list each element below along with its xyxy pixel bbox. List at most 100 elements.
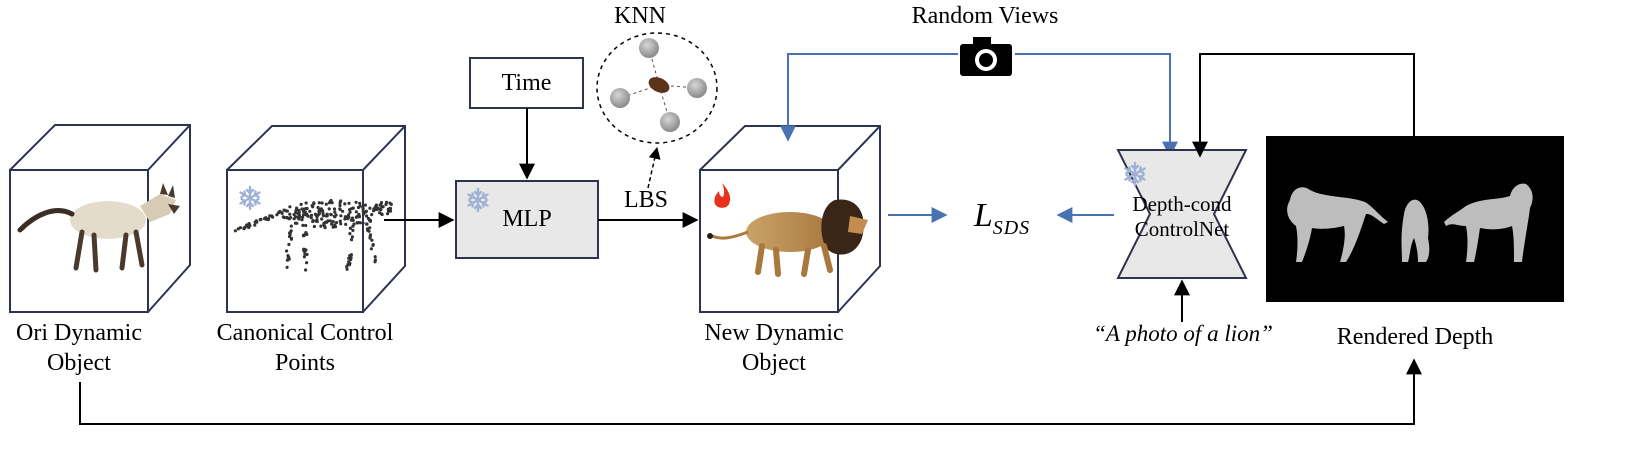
control-point — [289, 224, 293, 228]
control-point — [253, 223, 257, 227]
control-point — [374, 208, 378, 212]
control-point — [301, 213, 306, 217]
control-point — [304, 268, 308, 272]
control-point — [371, 243, 375, 247]
flame-icon — [714, 183, 731, 208]
time-box — [469, 57, 584, 109]
control-point — [285, 249, 289, 253]
ori-object-label-line1: Ori Dynamic — [16, 320, 142, 346]
new-object-label-line1: New Dynamic — [704, 320, 844, 346]
control-point — [349, 238, 354, 242]
control-point — [312, 224, 316, 229]
control-point — [343, 202, 347, 206]
control-point — [343, 215, 347, 219]
random-views-label: Random Views — [911, 3, 1059, 29]
control-point — [347, 260, 351, 264]
control-point — [355, 215, 359, 219]
control-point — [361, 207, 365, 211]
control-point — [305, 252, 309, 257]
control-point — [333, 223, 337, 227]
control-point — [330, 222, 334, 226]
control-point — [245, 223, 249, 227]
object-to-depth-arrow — [79, 358, 1422, 425]
control-point — [345, 265, 349, 269]
ori-object-label: Ori Dynamic Object — [4, 318, 154, 378]
control-point — [317, 209, 321, 213]
control-point — [301, 223, 305, 227]
control-point — [302, 247, 306, 251]
new-object-label: New Dynamic Object — [684, 318, 864, 378]
control-point — [321, 214, 325, 218]
control-point — [258, 218, 262, 222]
controlnet-label-line2: ControlNet — [1134, 217, 1230, 241]
control-point — [314, 219, 318, 223]
sds-loss-symbol: L — [973, 197, 993, 234]
control-point — [287, 257, 291, 261]
control-point — [347, 215, 351, 219]
control-point — [364, 209, 368, 213]
control-point — [319, 207, 323, 211]
control-point — [338, 201, 342, 205]
control-point — [282, 208, 286, 212]
control-point — [242, 226, 246, 230]
control-point — [304, 201, 308, 205]
control-point — [247, 222, 251, 226]
control-point — [373, 255, 377, 259]
canonical-points-label-line1: Canonical Control — [216, 320, 394, 346]
point-cloud — [233, 198, 393, 272]
control-point — [347, 256, 351, 260]
controlnet-label-line1: Depth-cond — [1132, 192, 1232, 216]
control-point — [323, 226, 327, 230]
control-point — [361, 212, 366, 216]
ori-object-cube — [9, 124, 191, 313]
new-object-label-line2: Object — [742, 350, 806, 376]
control-point — [347, 201, 351, 205]
control-point — [368, 236, 372, 240]
control-point — [349, 253, 353, 257]
control-point — [358, 201, 362, 205]
control-point — [296, 212, 300, 216]
control-point — [378, 211, 382, 215]
control-point — [333, 210, 337, 214]
control-point — [355, 221, 359, 225]
prompt-text: “A photo of a lion” — [1093, 321, 1273, 346]
control-point — [320, 201, 324, 205]
control-point — [328, 219, 332, 223]
control-point — [300, 207, 304, 211]
control-point — [236, 227, 240, 231]
control-point — [356, 205, 361, 210]
camera-to-object-arrow — [780, 53, 958, 142]
control-point — [308, 209, 312, 213]
control-point — [365, 214, 369, 218]
control-point — [295, 221, 299, 225]
control-point — [373, 205, 377, 209]
control-point — [233, 229, 237, 233]
control-point — [322, 223, 326, 227]
snowflake-icon — [239, 185, 261, 211]
control-point — [299, 202, 303, 206]
control-point — [338, 203, 342, 208]
knn-label: KNN — [614, 3, 666, 29]
control-point — [309, 216, 313, 220]
controlnet-label: Depth-cond ControlNet — [1118, 192, 1246, 242]
control-point — [309, 213, 314, 217]
control-point — [278, 209, 282, 214]
control-point — [339, 222, 343, 226]
control-point — [341, 209, 345, 213]
control-point — [255, 220, 259, 224]
ori-object-label-line2: Object — [47, 350, 111, 376]
control-point — [344, 222, 348, 226]
control-point — [287, 242, 291, 247]
control-point — [354, 200, 358, 204]
control-point — [288, 205, 292, 209]
control-point — [311, 205, 315, 209]
control-point — [285, 265, 289, 269]
control-point — [338, 207, 342, 211]
control-point — [338, 219, 342, 223]
control-point — [389, 202, 393, 206]
control-point — [367, 229, 371, 233]
canonical-points-label-line2: Points — [274, 350, 336, 376]
control-point — [368, 233, 373, 237]
control-point — [366, 216, 370, 221]
